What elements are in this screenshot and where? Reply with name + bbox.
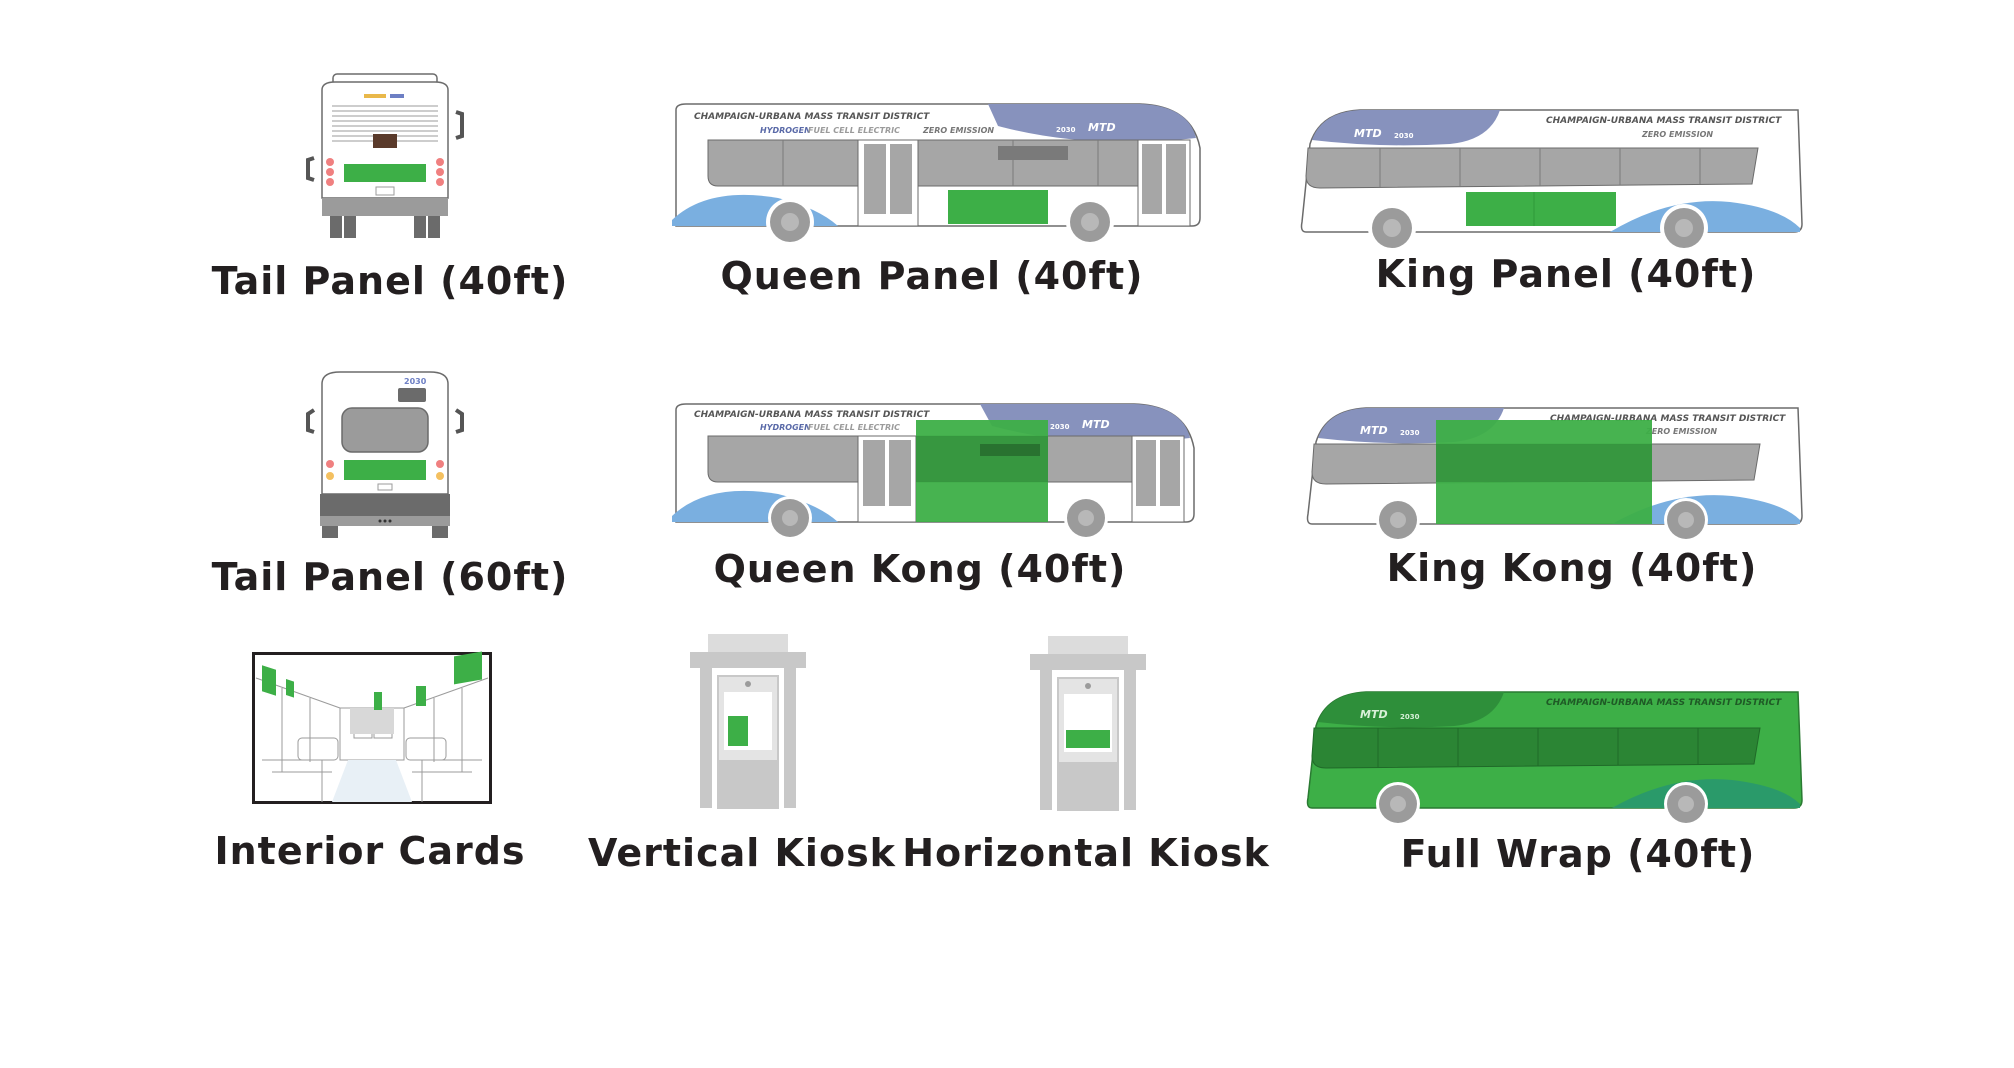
caption-tail-panel-60ft: Tail Panel (60ft) — [211, 555, 569, 599]
kiosk-horizontal — [1030, 636, 1146, 811]
svg-text:FUEL CELL ELECTRIC: FUEL CELL ELECTRIC — [808, 423, 900, 432]
ad-space — [416, 686, 426, 706]
svg-text:CHAMPAIGN-URBANA MASS TRANSIT: CHAMPAIGN-URBANA MASS TRANSIT DISTRICT — [694, 410, 930, 420]
svg-text:CHAMPAIGN-URBANA MASS TRANSIT: CHAMPAIGN-URBANA MASS TRANSIT DISTRICT — [694, 112, 930, 122]
king-panel-40ft-illustration: CHAMPAIGN-URBANA MASS TRANSIT DISTRICT Z… — [1290, 104, 1810, 252]
caption-king-kong-40ft: King Kong (40ft) — [1386, 546, 1758, 590]
queen-kong-40ft-illustration: CHAMPAIGN-URBANA MASS TRANSIT DISTRICT H… — [668, 400, 1208, 540]
tail-panel-60ft-illustration: 2030 — [300, 368, 470, 540]
svg-text:ZERO EMISSION: ZERO EMISSION — [1645, 427, 1717, 436]
bus-side-king-panel: CHAMPAIGN-URBANA MASS TRANSIT DISTRICT Z… — [1300, 109, 1803, 252]
bus-side-king-kong: CHAMPAIGN-URBANA MASS TRANSIT DISTRICT Z… — [1306, 407, 1803, 542]
interior-cards-illustration — [252, 651, 492, 804]
svg-text:MTD: MTD — [1360, 708, 1388, 721]
svg-text:MTD: MTD — [1354, 127, 1382, 140]
bus-rear-60ft: 2030 — [306, 371, 464, 538]
bus-side-queen-kong: CHAMPAIGN-URBANA MASS TRANSIT DISTRICT H… — [672, 403, 1195, 540]
svg-text:CHAMPAIGN-URBANA MASS TRANSIT: CHAMPAIGN-URBANA MASS TRANSIT DISTRICT — [1546, 698, 1782, 708]
svg-text:CHAMPAIGN-URBANA MASS TRANSIT: CHAMPAIGN-URBANA MASS TRANSIT DISTRICT — [1546, 116, 1782, 126]
bus-side-full-wrap: CHAMPAIGN-URBANA MASS TRANSIT DISTRICT M… — [1306, 691, 1803, 826]
svg-text:ZERO EMISSION: ZERO EMISSION — [1641, 130, 1713, 139]
ad-space — [262, 665, 276, 696]
ad-space — [454, 651, 482, 685]
bus-side-queen-panel: CHAMPAIGN-URBANA MASS TRANSIT DISTRICT H… — [672, 103, 1201, 246]
ad-space — [1066, 730, 1110, 748]
svg-text:2030: 2030 — [404, 377, 427, 386]
svg-text:FUEL CELL ELECTRIC: FUEL CELL ELECTRIC — [808, 126, 900, 135]
svg-text:CHAMPAIGN-URBANA MASS TRANSIT: CHAMPAIGN-URBANA MASS TRANSIT DISTRICT — [1550, 414, 1786, 424]
horizontal-kiosk-illustration — [1030, 636, 1146, 811]
svg-text:MTD: MTD — [1360, 424, 1388, 437]
ad-space — [374, 692, 382, 710]
queen-panel-40ft-illustration: CHAMPAIGN-URBANA MASS TRANSIT DISTRICT H… — [668, 100, 1208, 250]
bus-rear-40ft — [306, 73, 464, 238]
ad-space — [916, 420, 1048, 522]
svg-text:HYDROGEN: HYDROGEN — [760, 126, 811, 135]
svg-text:2030: 2030 — [1400, 713, 1420, 721]
ad-space — [948, 190, 1048, 224]
bus-interior — [252, 651, 492, 804]
caption-tail-panel-40ft: Tail Panel (40ft) — [211, 259, 569, 303]
caption-horizontal-kiosk: Horizontal Kiosk — [902, 831, 1270, 875]
ad-space — [344, 460, 426, 480]
caption-king-panel-40ft: King Panel (40ft) — [1375, 252, 1757, 296]
svg-text:ZERO EMISSION: ZERO EMISSION — [922, 126, 994, 135]
caption-interior-cards: Interior Cards — [214, 829, 526, 873]
svg-text:MTD: MTD — [1082, 418, 1110, 431]
caption-queen-panel-40ft: Queen Panel (40ft) — [720, 254, 1144, 298]
caption-queen-kong-40ft: Queen Kong (40ft) — [713, 547, 1127, 591]
svg-text:2030: 2030 — [1394, 132, 1414, 140]
ad-space — [286, 679, 294, 698]
caption-full-wrap-40ft: Full Wrap (40ft) — [1400, 832, 1756, 876]
ad-space — [344, 164, 426, 182]
svg-text:HYDROGEN: HYDROGEN — [760, 423, 811, 432]
ad-space — [1466, 192, 1616, 226]
svg-text:2030: 2030 — [1050, 423, 1070, 431]
vertical-kiosk-illustration — [690, 634, 806, 809]
kiosk-vertical — [690, 634, 806, 809]
ad-space — [728, 716, 748, 746]
full-wrap-40ft-illustration: CHAMPAIGN-URBANA MASS TRANSIT DISTRICT M… — [1298, 688, 1810, 826]
tail-panel-40ft-illustration — [300, 70, 470, 240]
svg-text:2030: 2030 — [1400, 429, 1420, 437]
king-kong-40ft-illustration: CHAMPAIGN-URBANA MASS TRANSIT DISTRICT Z… — [1298, 404, 1810, 542]
svg-text:2030: 2030 — [1056, 126, 1076, 134]
svg-text:MTD: MTD — [1088, 121, 1116, 134]
ad-space — [1436, 420, 1652, 524]
caption-vertical-kiosk: Vertical Kiosk — [588, 831, 896, 875]
